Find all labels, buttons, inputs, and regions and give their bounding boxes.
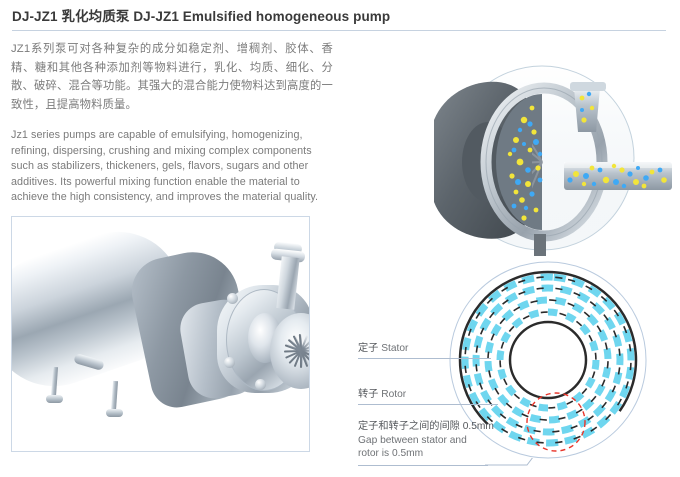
particles-in-bowl bbox=[507, 105, 543, 221]
callout-rotor-cn: 转子 bbox=[358, 389, 379, 400]
callout-stator: 定子 Stator bbox=[358, 342, 408, 356]
pump-cutaway-illustration bbox=[424, 58, 672, 258]
description-english: Jz1 series pumps are capable of emulsify… bbox=[11, 129, 319, 204]
callout-stator-en: Stator bbox=[381, 343, 409, 354]
flange-bolt bbox=[255, 379, 266, 390]
pump-leg bbox=[110, 380, 119, 412]
inner-bore bbox=[508, 320, 588, 400]
cutaway-svg bbox=[434, 65, 672, 256]
leader-line-stator bbox=[358, 358, 491, 359]
teeth-ring-3 bbox=[472, 284, 624, 436]
pump-foot bbox=[46, 395, 63, 403]
pump-leg bbox=[50, 366, 59, 398]
callout-gap-line2: Gap between stator and bbox=[358, 434, 467, 446]
inlet-collar bbox=[570, 82, 606, 91]
callout-group: 定子 Stator 转子 Rotor 定子和转子之间的间隙 0.5mm Gap … bbox=[340, 330, 540, 470]
callout-rotor: 转子 Rotor bbox=[358, 388, 406, 402]
description-column: JZ1系列泵可对各种复杂的成分如稳定剂、增稠剂、胶体、香精、糖和其他各种添加剂等… bbox=[11, 40, 339, 206]
particles-at-inlet bbox=[579, 95, 595, 123]
callout-gap: 定子和转子之间的间隙 0.5mm Gap between stator and … bbox=[358, 420, 534, 461]
stator-shell-arc bbox=[458, 270, 638, 450]
pump-photo-panel bbox=[11, 216, 310, 452]
callout-gap-line1: 定子和转子之间的间隙 0.5mm bbox=[358, 421, 494, 432]
callout-stator-cn: 定子 bbox=[358, 343, 379, 354]
teeth-ring-2 bbox=[484, 296, 612, 424]
flange-bolt bbox=[227, 293, 238, 304]
leader-line-gap bbox=[358, 465, 488, 466]
leader-line-rotor bbox=[358, 404, 498, 405]
flange-bolt bbox=[224, 357, 235, 368]
description-chinese: JZ1系列泵可对各种复杂的成分如稳定剂、增稠剂、胶体、香精、糖和其他各种添加剂等… bbox=[11, 43, 333, 111]
section-svg bbox=[449, 261, 647, 459]
teeth-ring-4 bbox=[461, 273, 635, 447]
callout-gap-line3: rotor is 0.5mm bbox=[358, 448, 424, 460]
rotor-stator-section-diagram bbox=[430, 256, 674, 472]
title-divider bbox=[12, 30, 666, 31]
callout-rotor-en: Rotor bbox=[381, 389, 407, 400]
pump-photo-image bbox=[12, 217, 309, 451]
base-stub bbox=[534, 234, 546, 256]
teeth-rings bbox=[461, 273, 635, 447]
leader-gap-elbow bbox=[485, 458, 533, 466]
page-title: DJ-JZ1 乳化均质泵 DJ-JZ1 Emulsified homogeneo… bbox=[12, 9, 391, 24]
teeth-ring-1 bbox=[496, 308, 600, 412]
particles-in-pipe bbox=[567, 163, 667, 189]
pump-foot bbox=[106, 409, 123, 417]
page-header: DJ-JZ1 乳化均质泵 DJ-JZ1 Emulsified homogeneo… bbox=[12, 8, 668, 34]
gap-highlight-circle bbox=[526, 392, 586, 452]
